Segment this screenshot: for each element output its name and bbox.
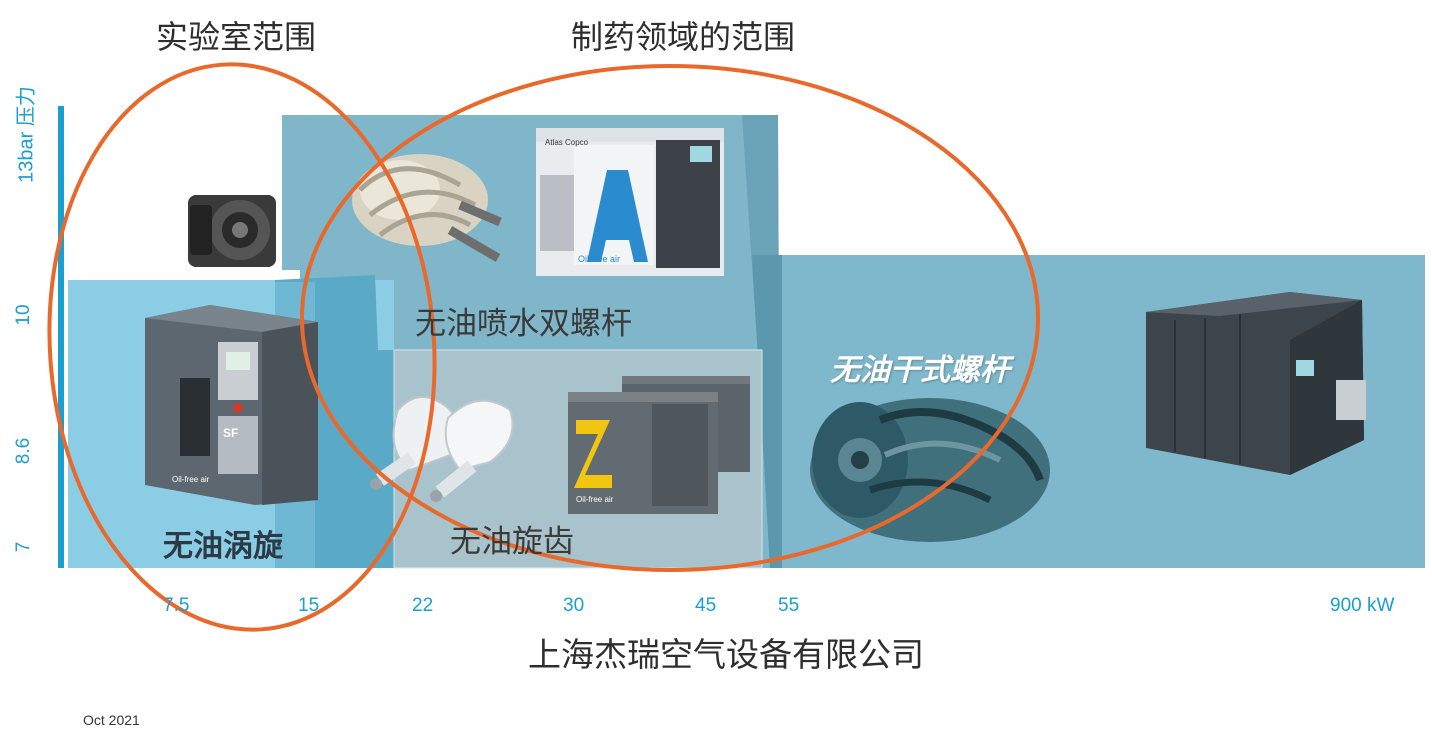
- date-label: Oct 2021: [83, 712, 140, 728]
- dry-screw-element-image: [810, 398, 1050, 542]
- tooth-label: 无油旋齿: [450, 524, 574, 560]
- svg-text:Atlas Copco: Atlas Copco: [545, 138, 589, 147]
- dry-screw-compressor-image: [1146, 292, 1366, 475]
- scroll-label: 无油涡旋: [163, 529, 283, 564]
- tooth-compressor-image: Oil-free air: [568, 376, 750, 514]
- pharma-scope-title: 制药领域的范围: [571, 18, 796, 56]
- pressure-axis-bar: [58, 106, 64, 568]
- y-tick-7: 7: [13, 541, 34, 553]
- water-injected-compressor-image: Atlas Copco Oil-free air: [536, 128, 724, 276]
- x-tick-22: 22: [412, 595, 434, 616]
- x-tick-900kw: 900 kW: [1330, 595, 1395, 616]
- svg-text:Oil-free air: Oil-free air: [576, 495, 614, 504]
- svg-text:Oil-free air: Oil-free air: [578, 254, 620, 264]
- pharma-scope-outline: [300, 64, 1040, 572]
- x-tick-45: 45: [695, 595, 717, 616]
- x-tick-15: 15: [298, 595, 320, 616]
- water-injected-label: 无油喷水双螺杆: [415, 306, 632, 342]
- svg-text:Oil-free air: Oil-free air: [172, 475, 210, 484]
- lab-scope-outline: [47, 62, 437, 632]
- x-tick-55: 55: [778, 595, 800, 616]
- x-tick-30: 30: [563, 595, 585, 616]
- scroll-element-image: [188, 195, 276, 267]
- company-name: 上海杰瑞空气设备有限公司: [528, 635, 924, 674]
- lab-scope-title: 实验室范围: [156, 18, 317, 56]
- svg-text:SF: SF: [223, 426, 238, 440]
- zone-dry-screw-edge: [752, 255, 782, 568]
- dry-screw-label: 无油干式螺杆: [830, 353, 1010, 388]
- y-tick-10: 10: [13, 304, 34, 326]
- x-tick-7-5: 7.5: [163, 595, 190, 616]
- scroll-compressor-image: SF Oil-free air: [145, 305, 318, 505]
- twin-screw-rotor-image: [352, 154, 502, 262]
- pressure-axis-label: 13bar 压力: [15, 86, 38, 183]
